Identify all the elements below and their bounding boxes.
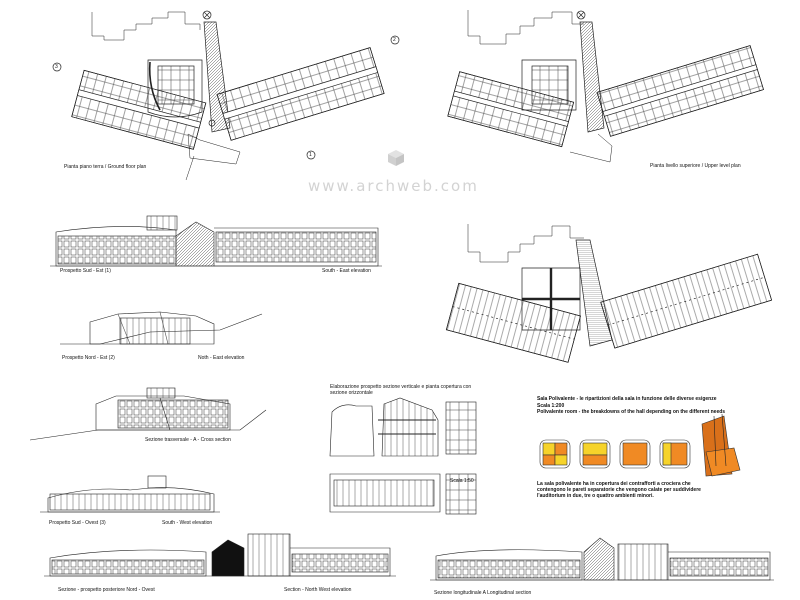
hall-title-it: Sala Polivalente - le ripartizioni della… xyxy=(537,396,717,402)
south-east-elevation xyxy=(50,215,382,267)
cross-section-caption: Sezione trasversale - A - Cross section xyxy=(145,437,231,443)
longitudinal-section-caption: Sezione longitudinale A Longitudinal sec… xyxy=(434,590,532,596)
right-wing xyxy=(216,47,385,141)
south-east-caption-en: South - East elevation xyxy=(322,268,371,274)
axis-marker-label: 1 xyxy=(309,152,312,158)
hall-title-en: Polivalente room - the breakdowns of the… xyxy=(537,409,726,415)
north-east-elevation xyxy=(60,311,263,345)
hall-config-1 xyxy=(539,439,571,469)
upper-level-plan xyxy=(447,10,764,163)
longitudinal-section xyxy=(430,537,774,581)
hall-config-2 xyxy=(579,439,611,469)
ground-floor-plan xyxy=(52,10,400,181)
archweb-cube-logo-icon xyxy=(388,150,404,166)
neighbour-building-outline xyxy=(91,11,201,41)
axis-marker xyxy=(52,62,62,72)
hall-config-3 xyxy=(619,439,651,469)
north-symbol xyxy=(202,10,212,20)
detail-drawing xyxy=(329,397,477,515)
ground-floor-caption: Pianta piano terra / Ground floor plan xyxy=(64,164,147,170)
north-east-caption-it: Prospetto Nord - Est (2) xyxy=(62,355,115,361)
axis-marker xyxy=(390,35,400,45)
north-west-caption-en: Section - North West elevation xyxy=(284,587,352,593)
watermark-text: www.archweb.com xyxy=(308,177,479,195)
axis-marker-label: 2 xyxy=(393,37,396,43)
detail-plan xyxy=(329,473,441,513)
south-west-caption-en: South - West elevation xyxy=(162,520,213,526)
south-east-caption-it: Prospetto Sud - Est (1) xyxy=(60,268,111,274)
north-east-caption-en: Noth - East elevation xyxy=(198,355,245,361)
central-hall xyxy=(147,59,203,118)
axis-marker-label: 3 xyxy=(55,64,58,70)
cross-section xyxy=(29,387,267,441)
hall-scale: Scala 1:200 xyxy=(537,403,565,409)
hall-axonometric xyxy=(701,413,741,477)
hall-note: La sala polivalente ha in copertura dei … xyxy=(537,481,701,499)
axis-marker xyxy=(306,150,316,160)
detail-scale: Scala 1:50 xyxy=(450,478,474,484)
detail-section xyxy=(329,404,375,457)
roof-plan xyxy=(445,224,773,363)
hall-config-4 xyxy=(659,439,691,469)
upper-level-caption: Pianta livello superiore / Upper level p… xyxy=(650,163,741,169)
context-outline xyxy=(187,133,241,165)
roof-spine xyxy=(575,239,613,347)
north-west-caption-it: Sezione - prospetto posteriore Nord - Ov… xyxy=(58,587,155,593)
north-west-elevation xyxy=(44,533,396,577)
left-wing xyxy=(71,69,207,150)
detail-title: Elaborazione prospetto sezione verticale… xyxy=(330,384,472,396)
hall-diagrams xyxy=(539,413,741,477)
south-west-elevation xyxy=(40,475,220,513)
south-west-caption-it: Prospetto Sud - Ovest (3) xyxy=(49,520,106,526)
